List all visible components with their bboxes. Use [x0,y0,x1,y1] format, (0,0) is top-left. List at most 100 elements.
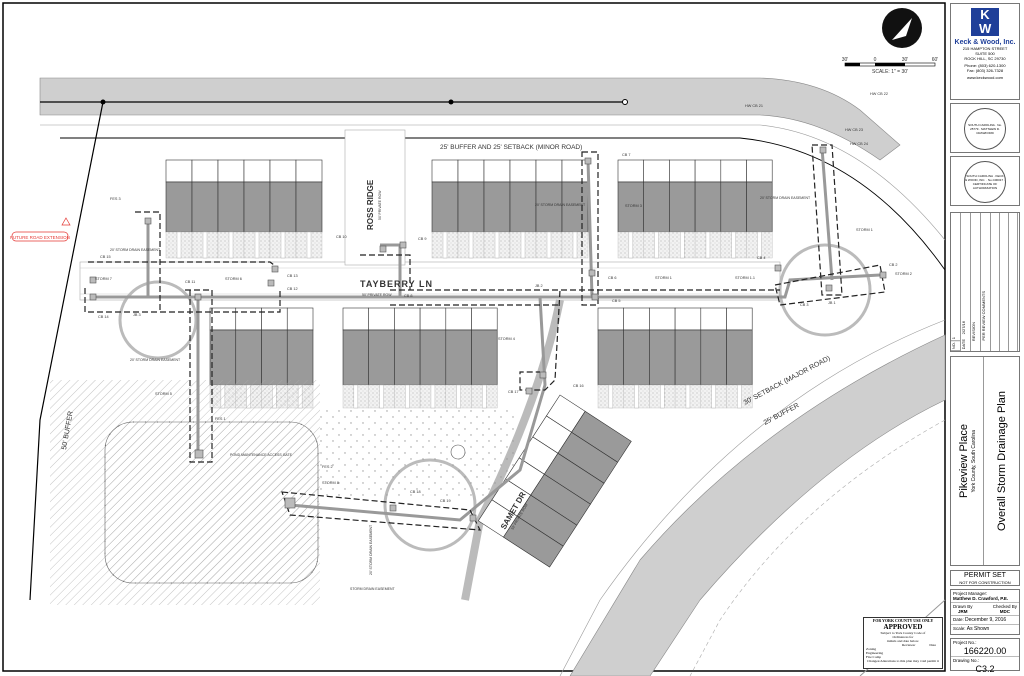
townhome-unit [431,159,459,183]
drawn-by: JRM [958,609,968,614]
revision-header: DATE [961,338,966,349]
townhome-unit [623,307,650,331]
townhome-unit [649,307,676,331]
drawing-scale: As Shown [966,626,990,632]
date-label: Date: [953,617,964,622]
approval-col: Reviewer [901,643,916,647]
structure-label: CB 2 [889,263,897,267]
revision-header: REVISION [971,321,976,341]
engineer-seal: SOUTH CAROLINA · No. 25779 · MATTHEW D. … [950,103,1020,153]
structure-label: CB 11 [185,280,195,284]
building-row [597,307,753,409]
checked-by-label: Checked By [992,604,1017,609]
approval-header: FOR YORK COUNTY USE ONLY [872,618,934,623]
townhome-unit [617,159,645,183]
approval-row: Fire Comp [866,655,882,659]
future-road-label: FUTURE ROAD EXTENSION [10,235,70,240]
structure-label: STORM 2 [895,272,912,276]
revision-date: 2/27/16 [961,321,966,335]
drawn-by-label: Drawn By [953,604,973,609]
structure-label: FES 1 [215,417,226,421]
firm-logo: KW [971,8,999,36]
approval-status: APPROVED [883,623,923,631]
structure-label: JB 3 [133,313,141,317]
buildings [165,159,773,568]
townhome-unit [295,159,323,183]
townhome-unit [597,307,625,331]
approval-col: Date [929,643,936,647]
structure-label: STORM 4 [498,337,515,341]
ross-ridge-label: ROSS RIDGE [366,179,375,230]
scale-tick: 30' [902,57,909,63]
townhome-unit [509,159,537,183]
firm-website: www.keckwood.com [966,75,1003,80]
structure-label: HW CB 21 [745,104,763,108]
revision-col-revision: REVISION [971,213,981,351]
structure-label: CB 9 [418,237,426,241]
revision-table: 1 NO. 2/27/16 DATE REVISION PER REVIEW C… [950,212,1020,352]
manager-label: Project Manager: [953,591,988,596]
structure-label: JB 1 [828,301,836,305]
drawing-date: December 9, 2016 [965,617,1007,623]
scale-tick: 0 [874,57,877,63]
structure-label: STORM 8 [322,481,339,485]
approval-footer: Changes/Alterations to this plan may voi… [867,659,939,663]
building-row [342,307,498,409]
company-seal: SOUTH CAROLINA · KECK & WOOD, INC. · No.… [950,156,1020,206]
building-row [477,394,632,568]
building-row [431,159,589,259]
ross-row-label: 50' PRIVATE ROW [378,190,382,220]
structure-label: CB 17 [508,390,519,394]
property-line [29,101,104,601]
approval-row: Zoning [866,647,877,651]
future-road-extension-callout: FUTURE ROAD EXTENSION [10,217,71,242]
permit-note: NOT FOR CONSTRUCTION [959,580,1011,585]
tayberry-ln-label: TAYBERRY LN [360,279,433,289]
structure-label: STORM 1 [856,228,873,232]
scale-tick: 60' [932,57,939,63]
townhome-unit [694,159,722,183]
county-approval-stamp: FOR YORK COUNTY USE ONLY APPROVED Subjec… [863,617,943,669]
project-number: 166220.00 [951,646,1019,657]
pond-gate-note: POND MAINTENANCE ACCESS GATE [230,453,293,457]
buffer-minor-note: 25' BUFFER AND 25' SETBACK (MINOR ROAD) [440,144,582,151]
structure-label: CB 16 [573,384,584,388]
townhome-unit [669,159,696,183]
structure-label: STORM 1 [655,276,672,280]
townhome-unit [700,307,727,331]
structure-label: CB 4 [757,256,765,260]
project-name: Pikeview Place [957,424,970,498]
townhome-unit [674,307,702,331]
drawing-no-label: Drawing No.: [953,658,980,663]
easement-20-note: 20' STORM DRAIN EASEMENT [369,524,373,575]
easement-20-note: 20' STORM DRAIN EASEMENT [535,203,586,207]
permit-block: PERMIT SET NOT FOR CONSTRUCTION [950,570,1020,586]
firm-phone: Phone: (803) 620-1300 [964,63,1006,68]
checked-by: MDC [999,609,1010,614]
townhome-unit [261,307,288,331]
structure-label: STORM 3 [625,204,642,208]
structure-label: CB 8 [404,294,412,298]
structure-label: CB 14 [98,315,109,319]
easement-20-note: 20' STORM DRAIN EASEMENT [130,358,181,362]
townhome-unit [535,159,563,183]
top-road [39,77,946,271]
structure-label: FES 3 [110,197,121,201]
structure-label: CB 15 [100,255,111,259]
scale-label: Scale: [953,626,966,631]
scale-tick: 30' [842,57,849,63]
permit-status: PERMIT SET [964,572,1006,579]
engineer-seal-text: SOUTH CAROLINA · No. 25779 · MATTHEW D. … [964,108,1006,150]
easement-20-note: 20' STORM DRAIN EASEMENT [760,196,811,200]
townhome-unit [243,159,271,183]
revision-text: PER REVIEW COMMENTS [981,291,986,341]
townhome-unit [235,307,262,331]
structure-label: CB 18 [410,490,421,494]
structure-label: CB 3 [800,303,808,307]
scale-bar: 30' 0 30' 60' SCALE: 1" = 30' [842,57,939,75]
north-arrow-icon [882,8,922,48]
open-space [318,410,518,500]
townhome-unit [746,159,773,183]
project-location: York County, South Carolina [970,429,977,493]
